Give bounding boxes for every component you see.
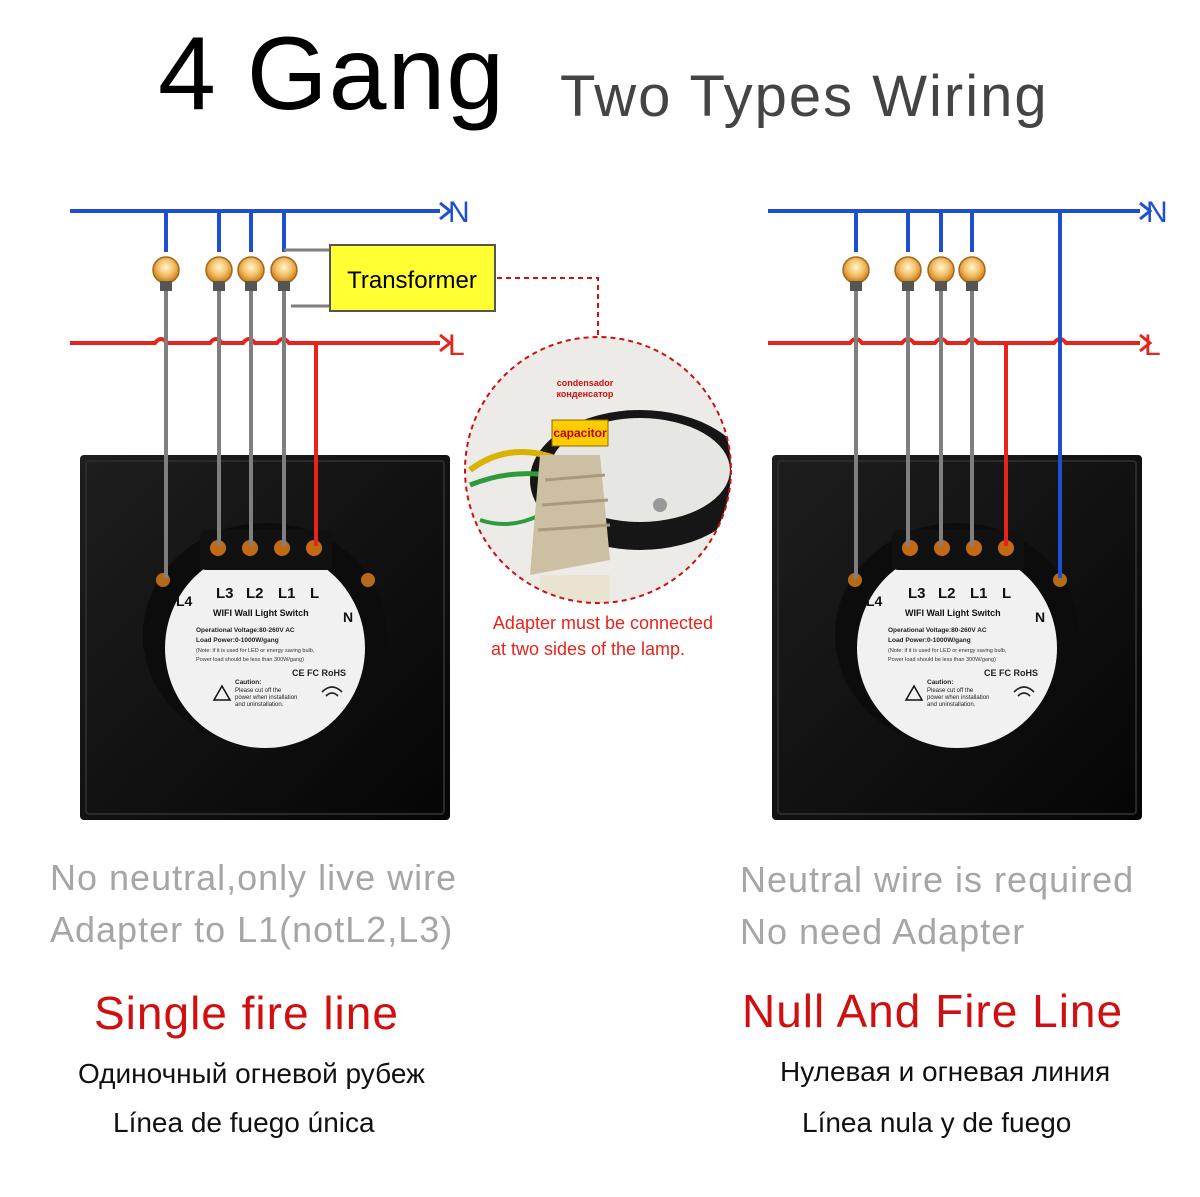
transformer-callout-line xyxy=(497,277,599,338)
svg-text:CE FC RoHS: CE FC RoHS xyxy=(292,668,346,678)
left-desc-line1: No neutral,only live wire xyxy=(50,857,458,898)
left-title-es: Línea de fuego única xyxy=(113,1107,375,1138)
right-wifi-icon xyxy=(1013,686,1035,697)
right-warning-icon xyxy=(904,684,924,701)
svg-text:Please cut off the: Please cut off the xyxy=(927,688,974,694)
right-terminal-l4: L4 xyxy=(866,593,883,609)
svg-text:CE FC RoHS: CE FC RoHS xyxy=(984,668,1038,678)
right-lamp-2-icon xyxy=(894,256,922,291)
left-transformer-box xyxy=(329,244,496,312)
svg-text:Caution:: Caution: xyxy=(235,679,261,686)
right-lamp-1-icon xyxy=(842,256,870,291)
right-desc-line1: Neutral wire is required xyxy=(740,859,1135,900)
left-terminal-l3: L3 xyxy=(216,585,234,602)
left-lamp-1-icon xyxy=(152,256,180,291)
adapter-note-line1: Adapter must be connected xyxy=(493,613,713,633)
left-warning-icon xyxy=(212,684,232,701)
wiring-diagrams: L4 L3 L2 L1 L N WIFI Wall Light Switch O… xyxy=(70,196,1168,820)
left-lamp-2-icon xyxy=(205,256,233,291)
right-desc-line2: No need Adapter xyxy=(740,911,1026,952)
left-switch-module: L4 L3 L2 L1 L N WIFI Wall Light Switch O… xyxy=(143,523,387,748)
svg-text:Load Power:0-1000W/gang: Load Power:0-1000W/gang xyxy=(888,637,971,644)
page-title: 4 Gang xyxy=(158,16,506,132)
capacitor-inset: condensador конденсатор capacitor xyxy=(464,336,732,604)
left-live-label: L xyxy=(448,329,465,362)
left-desc-line2: Adapter to L1(notL2,L3) xyxy=(50,909,454,950)
left-terminal-l: L xyxy=(310,585,319,602)
left-lamp-3-icon xyxy=(237,256,265,291)
left-module-label: WIFI Wall Light Switch xyxy=(213,608,309,618)
svg-text:power when installation: power when installation xyxy=(927,695,989,701)
right-terminal-l2: L2 xyxy=(938,585,956,602)
svg-text:and uninstallation.: and uninstallation. xyxy=(235,702,284,708)
right-terminal-l3: L3 xyxy=(908,585,926,602)
right-live-line xyxy=(768,337,1140,345)
left-live-line xyxy=(70,337,440,345)
left-diagram: L4 L3 L2 L1 L N WIFI Wall Light Switch O… xyxy=(70,196,496,820)
right-terminal-l1: L1 xyxy=(970,585,988,602)
svg-text:Please cut off the: Please cut off the xyxy=(235,688,282,694)
right-terminal-n: N xyxy=(1035,609,1045,625)
svg-text:Power load should be less than: Power load should be less than 300W/gang… xyxy=(196,657,304,663)
right-switch-module: L4 L3 L2 L1 L N WIFI Wall Light Switch O… xyxy=(835,523,1079,748)
left-transformer-label: Transformer xyxy=(347,267,477,294)
left-terminal-n: N xyxy=(343,609,353,625)
left-lamp-4-icon xyxy=(270,256,298,291)
svg-text:(Note: if it is used for LED o: (Note: if it is used for LED or energy s… xyxy=(888,648,1007,654)
left-terminal-l4: L4 xyxy=(176,593,193,609)
left-title-ru: Одиночный огневой рубеж xyxy=(78,1058,425,1089)
left-terminal-l1: L1 xyxy=(278,585,296,602)
right-terminal-l: L xyxy=(1002,585,1011,602)
right-lamp-4-icon xyxy=(958,256,986,291)
right-module-label: WIFI Wall Light Switch xyxy=(905,608,1001,618)
left-wifi-icon xyxy=(321,686,343,697)
right-title-ru: Нулевая и огневая линия xyxy=(780,1056,1111,1087)
svg-text:Load Power:0-1000W/gang: Load Power:0-1000W/gang xyxy=(196,637,279,644)
inset-label-ru: конденсатор xyxy=(557,389,614,399)
page-subtitle: Two Types Wiring xyxy=(560,64,1049,129)
right-neutral-label: N xyxy=(1146,196,1168,229)
left-neutral-label: N xyxy=(448,196,470,229)
right-live-label: L xyxy=(1144,329,1161,362)
right-title: Null And Fire Line xyxy=(742,985,1124,1037)
right-lamp-3-icon xyxy=(927,256,955,291)
inset-label-es: condensador xyxy=(557,378,614,388)
svg-text:and uninstallation.: and uninstallation. xyxy=(927,702,976,708)
svg-text:Power load should be less than: Power load should be less than 300W/gang… xyxy=(888,657,996,663)
svg-text:power when installation: power when installation xyxy=(235,695,297,701)
right-diagram: L4 L3 L2 L1 L N WIFI Wall Light Switch O… xyxy=(768,196,1168,820)
inset-capacitor-label: capacitor xyxy=(553,426,607,440)
adapter-note-line2: at two sides of the lamp. xyxy=(491,639,685,659)
left-terminal-l2: L2 xyxy=(246,585,264,602)
svg-text:Operational Voltage:80-260V AC: Operational Voltage:80-260V AC xyxy=(196,627,295,634)
left-title: Single fire line xyxy=(94,987,399,1039)
svg-text:(Note: if it is used for LED o: (Note: if it is used for LED or energy s… xyxy=(196,648,315,654)
svg-text:Operational Voltage:80-260V AC: Operational Voltage:80-260V AC xyxy=(888,627,987,634)
right-title-es: Línea nula y de fuego xyxy=(802,1107,1072,1138)
svg-text:Caution:: Caution: xyxy=(927,679,953,686)
